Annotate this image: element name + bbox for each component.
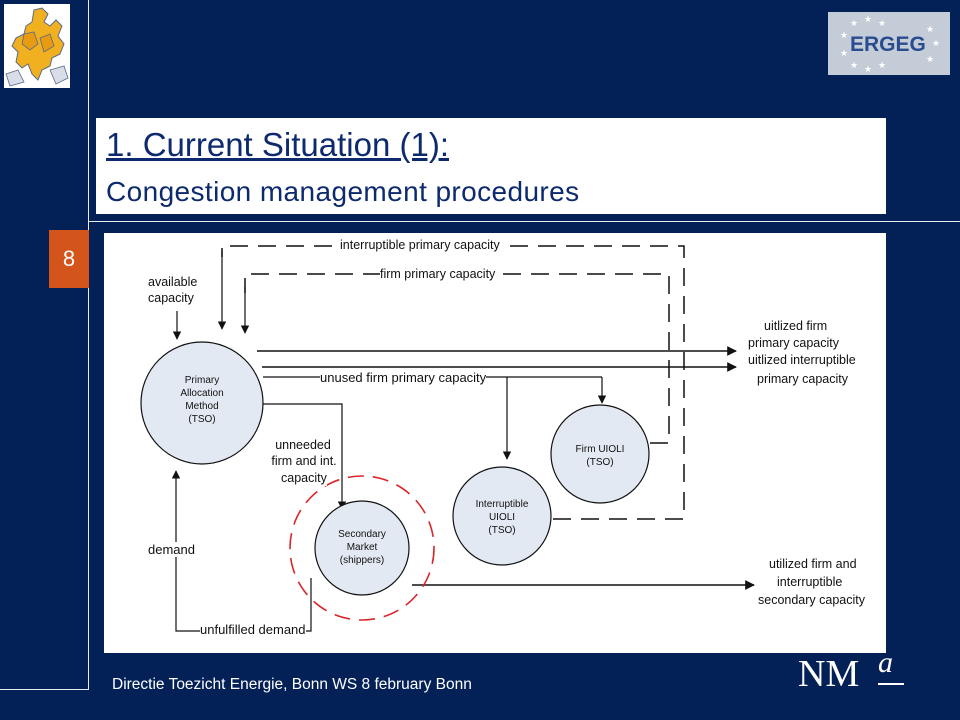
svg-text:★: ★	[878, 19, 886, 29]
svg-text:★: ★	[864, 65, 872, 75]
label-available: available	[148, 275, 198, 290]
label-out-sec-2: interruptible	[777, 575, 843, 590]
node-interruptible-uioli	[452, 466, 552, 566]
label-out-firm-1: uitlized firm	[764, 319, 828, 334]
label-firm-primary: firm primary capacity	[380, 267, 496, 282]
node-secondary-market	[314, 500, 410, 596]
svg-text:★: ★	[864, 15, 872, 25]
svg-text:★: ★	[932, 39, 940, 49]
title-box: 1. Current Situation (1): Congestion man…	[96, 118, 886, 214]
divider-vertical	[88, 0, 89, 690]
arrow-demand	[171, 470, 312, 632]
label-demand: demand	[148, 542, 195, 557]
svg-text:★: ★	[926, 25, 934, 35]
node-secondary-label: Secondary Market (shippers)	[338, 529, 386, 566]
node-primary-allocation	[140, 341, 264, 465]
secondary-market-highlight-ring	[289, 475, 435, 621]
node-interruptible-label: Interruptible UIOLI (TSO)	[475, 499, 529, 536]
svg-text:★: ★	[926, 55, 934, 65]
label-unneeded-1: unneeded	[275, 438, 331, 452]
flow-diagram: interruptible primary capacity firm prim…	[104, 233, 886, 653]
label-out-sec-3: secondary capacity	[758, 593, 866, 608]
eu-map-logo	[4, 4, 70, 88]
node-firm-uioli	[550, 404, 650, 504]
svg-text:NM: NM	[798, 653, 859, 692]
svg-text:ERGEG: ERGEG	[850, 33, 926, 56]
svg-text:★: ★	[850, 61, 858, 71]
nma-logo: NM a	[798, 646, 908, 695]
label-unneeded-2: firm and int.	[271, 454, 337, 468]
divider-title	[89, 221, 960, 222]
label-out-firm-2: primary capacity	[748, 336, 839, 351]
label-unneeded-3: capacity	[281, 471, 327, 486]
divider-bottom	[0, 689, 89, 690]
arrow-unneeded-capacity	[261, 403, 347, 510]
label-out-int-1: uitlized interruptible	[748, 353, 856, 368]
label-unused-firm: unused firm primary capacity	[320, 370, 487, 385]
page-number-badge: 8	[49, 230, 89, 288]
node-firm-label: Firm UIOLI (TSO)	[575, 444, 625, 468]
node-primary-label: Primary Allocation Method (TSO)	[180, 375, 224, 425]
svg-text:★: ★	[840, 31, 848, 41]
label-interruptible-primary: interruptible primary capacity	[340, 238, 500, 253]
svg-text:★: ★	[850, 19, 858, 29]
ergeg-logo: ★ ★ ★ ★ ★ ★ ★ ★ ★ ★ ★ ERGEG	[828, 12, 950, 75]
svg-text:★: ★	[878, 61, 886, 71]
loop-interruptible-primary	[221, 245, 685, 520]
label-out-sec-1: utilized firm and	[769, 557, 857, 572]
label-out-int-2: primary capacity	[757, 372, 848, 387]
svg-text:a: a	[878, 648, 893, 679]
slide-title: 1. Current Situation (1):	[106, 126, 449, 163]
svg-text:★: ★	[840, 49, 848, 59]
loop-firm-primary	[244, 273, 670, 444]
footer-text: Directie Toezicht Energie, Bonn WS 8 feb…	[112, 676, 472, 693]
slide-subtitle: Congestion management procedures	[106, 176, 580, 207]
label-capacity: capacity	[148, 291, 194, 306]
label-unfulfilled-demand: unfulfilled demand	[200, 622, 306, 637]
